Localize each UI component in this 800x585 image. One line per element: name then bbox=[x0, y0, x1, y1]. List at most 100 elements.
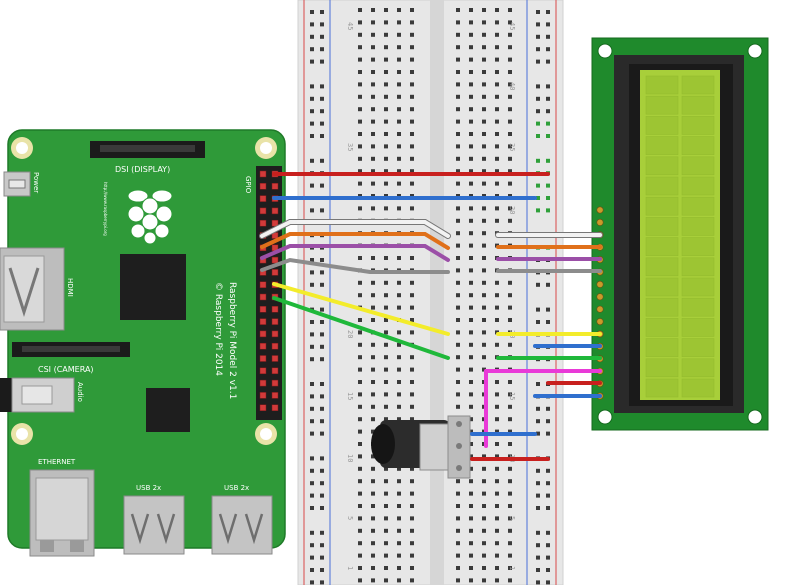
breadboard-hole bbox=[508, 45, 512, 50]
breadboard-hole bbox=[482, 32, 486, 37]
breadboard-hole bbox=[469, 553, 473, 558]
breadboard-hole bbox=[508, 82, 512, 87]
breadboard-hole bbox=[508, 280, 512, 285]
breadboard-hole bbox=[469, 243, 473, 248]
lcd-cell bbox=[681, 277, 715, 297]
breadboard-hole bbox=[469, 293, 473, 298]
breadboard-hole bbox=[410, 491, 414, 496]
breadboard-hole bbox=[358, 169, 362, 174]
rail-hole bbox=[320, 568, 324, 572]
breadboard-hole bbox=[358, 330, 362, 335]
breadboard-hole bbox=[495, 218, 499, 223]
rail-hole bbox=[546, 530, 550, 535]
breadboard-hole bbox=[482, 231, 486, 236]
breadboard-hole bbox=[410, 45, 414, 50]
rail-hole bbox=[310, 10, 314, 14]
breadboard-hole bbox=[482, 479, 486, 484]
breadboard-hole bbox=[469, 318, 473, 322]
rail-hole bbox=[320, 34, 324, 39]
gpio-pin bbox=[271, 342, 279, 350]
breadboard-hole bbox=[482, 516, 486, 521]
breadboard-hole bbox=[384, 94, 388, 99]
breadboard-hole bbox=[397, 107, 401, 112]
breadboard-hole bbox=[358, 380, 362, 384]
breadboard-hole bbox=[371, 8, 375, 12]
breadboard-hole bbox=[358, 454, 362, 459]
row-number-right: 15 bbox=[508, 392, 516, 400]
potentiometer bbox=[371, 415, 471, 479]
breadboard-hole bbox=[384, 119, 388, 124]
breadboard-hole bbox=[469, 132, 473, 136]
breadboard-hole bbox=[495, 442, 499, 446]
breadboard-hole bbox=[508, 578, 512, 583]
rail-hole bbox=[320, 158, 324, 163]
rail-hole bbox=[546, 580, 550, 585]
breadboard-hole bbox=[456, 553, 460, 558]
lcd-cell bbox=[645, 338, 679, 357]
breadboard-hole bbox=[371, 404, 375, 409]
breadboard-hole bbox=[371, 293, 375, 298]
breadboard-hole bbox=[410, 156, 414, 161]
breadboard-hole bbox=[482, 181, 486, 186]
breadboard-hole bbox=[456, 318, 460, 322]
rail-hole bbox=[320, 59, 324, 64]
breadboard-hole bbox=[358, 32, 362, 37]
rail-hole bbox=[536, 10, 540, 14]
breadboard-hole bbox=[469, 45, 473, 50]
rail-hole bbox=[310, 109, 314, 114]
breadboard-hole bbox=[469, 429, 473, 434]
breadboard-hole bbox=[495, 305, 499, 310]
breadboard-hole bbox=[384, 578, 388, 583]
breadboard-hole bbox=[469, 504, 473, 508]
lcd-cell bbox=[681, 338, 715, 357]
breadboard-hole bbox=[495, 318, 499, 322]
breadboard-hole bbox=[358, 293, 362, 298]
breadboard-hole bbox=[508, 57, 512, 62]
breadboard-hole bbox=[371, 156, 375, 161]
breadboard-hole bbox=[456, 94, 460, 99]
breadboard-hole bbox=[495, 404, 499, 409]
rail-hole bbox=[546, 34, 550, 39]
breadboard-hole bbox=[456, 32, 460, 37]
breadboard-hole bbox=[469, 466, 473, 471]
rail-hole bbox=[546, 307, 550, 312]
rail-hole bbox=[320, 431, 324, 436]
row-number-right: 30 bbox=[508, 206, 516, 214]
rail-hole bbox=[546, 468, 550, 473]
breadboard-hole bbox=[384, 318, 388, 322]
breadboard-hole bbox=[358, 20, 362, 25]
rail-hole bbox=[310, 282, 314, 287]
breadboard-hole bbox=[508, 429, 512, 434]
breadboard-hole bbox=[495, 206, 499, 211]
breadboard-hole bbox=[371, 417, 375, 422]
rail-hole bbox=[320, 134, 324, 138]
ethernet-label: ETHERNET bbox=[38, 458, 76, 466]
breadboard-hole bbox=[410, 330, 414, 335]
breadboard-hole bbox=[410, 367, 414, 372]
rail-hole bbox=[310, 357, 314, 362]
breadboard-hole bbox=[508, 181, 512, 186]
lcd-cell bbox=[645, 237, 679, 256]
breadboard-hole bbox=[358, 144, 362, 149]
breadboard-hole bbox=[397, 566, 401, 570]
rail-hole bbox=[310, 208, 314, 213]
rail-hole bbox=[320, 493, 324, 498]
breadboard-hole bbox=[410, 94, 414, 99]
rail-hole bbox=[536, 134, 540, 138]
breadboard-hole bbox=[482, 541, 486, 546]
lcd-cell bbox=[681, 156, 715, 176]
dsi-label: DSI (DISPLAY) bbox=[115, 165, 170, 174]
breadboard-hole bbox=[371, 132, 375, 136]
lcd-cell bbox=[681, 116, 715, 135]
breadboard-hole bbox=[371, 528, 375, 533]
breadboard-hole bbox=[456, 367, 460, 372]
breadboard-hole bbox=[482, 305, 486, 310]
breadboard-hole bbox=[384, 404, 388, 409]
breadboard-hole bbox=[371, 566, 375, 570]
wires bbox=[259, 172, 603, 461]
breadboard-hole bbox=[410, 417, 414, 422]
breadboard-hole bbox=[384, 181, 388, 186]
lcd-cell bbox=[645, 136, 679, 155]
rail-hole bbox=[546, 59, 550, 64]
breadboard-hole bbox=[495, 70, 499, 74]
